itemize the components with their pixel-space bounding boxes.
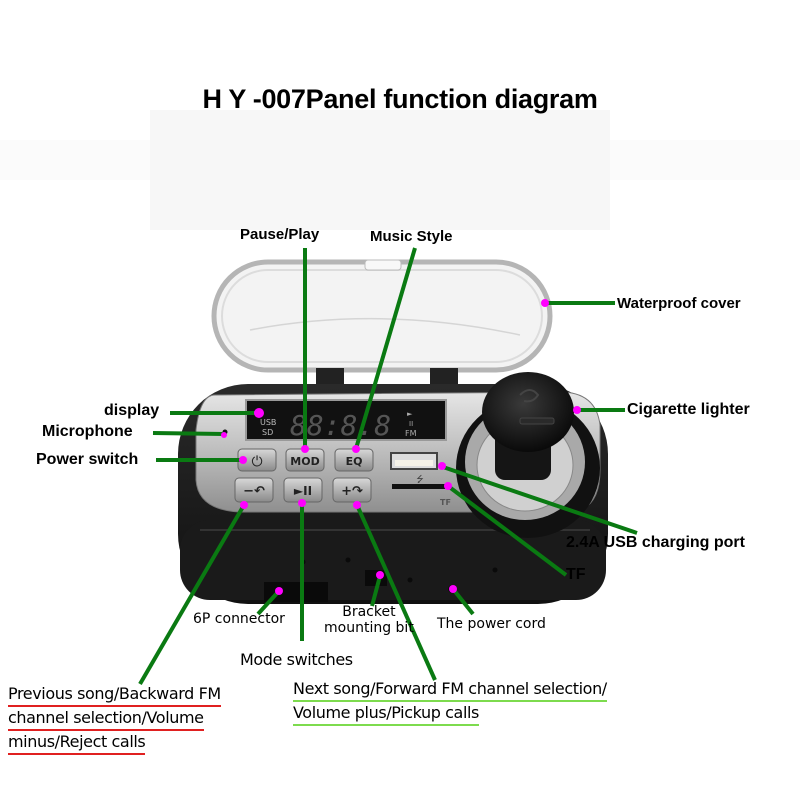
label-bracket-line2: mounting bit bbox=[324, 620, 414, 636]
label-next-song: Next song/Forward FM channel selection/ … bbox=[293, 678, 607, 726]
mod-button[interactable]: MOD bbox=[285, 448, 325, 472]
label-6p-connector: 6P connector bbox=[193, 611, 285, 627]
next-line1: Next song/Forward FM channel selection/ bbox=[293, 678, 607, 702]
previous-line3: minus/Reject calls bbox=[8, 731, 146, 755]
play-pause-button[interactable]: ►II bbox=[283, 477, 323, 503]
previous-line1: Previous song/Backward FM bbox=[8, 683, 221, 707]
label-display: display bbox=[104, 402, 160, 419]
svg-text:►: ► bbox=[407, 410, 413, 418]
label-bracket-mounting-bit: Bracket mounting bit bbox=[324, 604, 414, 636]
svg-text:►II: ►II bbox=[294, 484, 312, 498]
svg-text:FM: FM bbox=[405, 429, 417, 438]
label-bracket-line1: Bracket bbox=[342, 604, 396, 620]
label-usb-charging-port: 2.4A USB charging port bbox=[566, 534, 745, 551]
label-pause-play: Pause/Play bbox=[240, 226, 320, 243]
next-button[interactable]: +↷ bbox=[332, 477, 372, 503]
svg-text:TF: TF bbox=[440, 498, 451, 507]
waterproof-cover[interactable] bbox=[211, 259, 553, 386]
marker-dots bbox=[221, 299, 581, 595]
svg-text:+↷: +↷ bbox=[341, 484, 363, 499]
label-previous-song: Previous song/Backward FM channel select… bbox=[8, 683, 221, 755]
label-power-switch: Power switch bbox=[36, 451, 139, 468]
label-music-style: Music Style bbox=[370, 228, 453, 245]
page-title: H Y -007Panel function diagram bbox=[202, 84, 598, 114]
label-tf: TF bbox=[566, 566, 586, 583]
label-cigarette-lighter: Cigarette lighter bbox=[627, 401, 750, 418]
svg-text:SD: SD bbox=[262, 428, 273, 437]
svg-text:−↶: −↶ bbox=[243, 484, 265, 499]
tf-card-slot[interactable]: TF bbox=[392, 484, 451, 507]
svg-text:⭍: ⭍ bbox=[416, 474, 424, 485]
previous-button[interactable]: −↶ bbox=[234, 477, 274, 503]
usb-port[interactable]: ⭍ bbox=[390, 452, 438, 485]
svg-text:MOD: MOD bbox=[290, 455, 319, 468]
label-waterproof-cover: Waterproof cover bbox=[617, 295, 741, 312]
six-pin-connector bbox=[264, 582, 328, 602]
cigarette-lighter[interactable] bbox=[456, 372, 600, 538]
label-mode-switches: Mode switches bbox=[240, 650, 353, 669]
label-microphone: Microphone bbox=[42, 423, 133, 440]
previous-line2: channel selection/Volume bbox=[8, 707, 204, 731]
label-power-cord: The power cord bbox=[437, 616, 546, 632]
background-block bbox=[0, 140, 800, 180]
eq-button[interactable]: EQ bbox=[334, 448, 374, 472]
lcd-display: USB SD 88:8.8 ► II FM bbox=[245, 399, 447, 442]
svg-text:EQ: EQ bbox=[346, 455, 363, 468]
svg-text:⏻: ⏻ bbox=[251, 454, 262, 470]
svg-text:USB: USB bbox=[260, 418, 276, 427]
svg-text:II: II bbox=[409, 420, 413, 428]
next-line2: Volume plus/Pickup calls bbox=[293, 702, 479, 726]
leader-lines bbox=[138, 247, 638, 686]
